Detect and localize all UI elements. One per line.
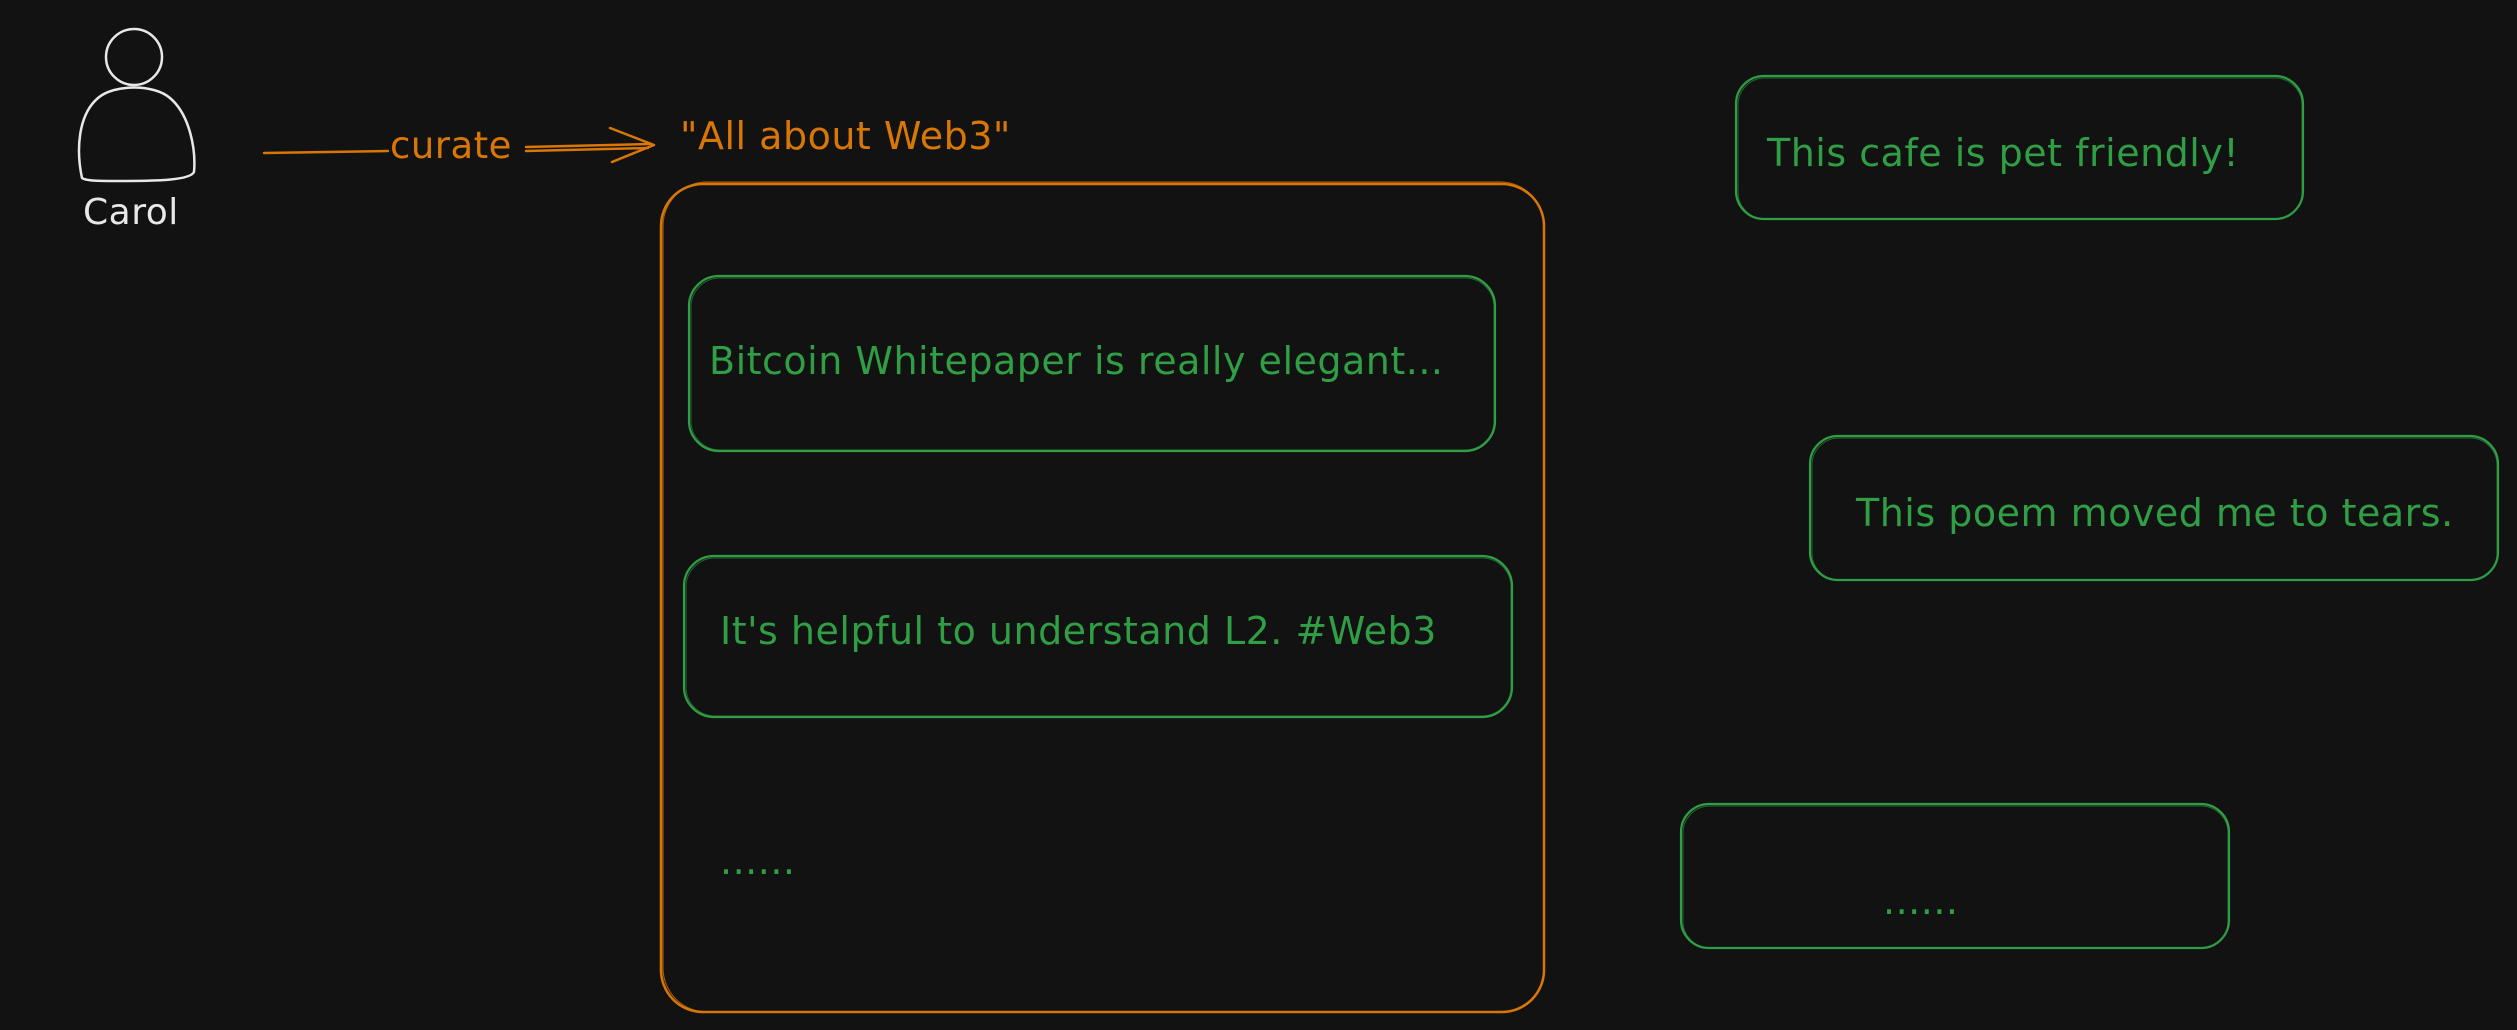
person-body-icon <box>77 86 196 183</box>
collection-box <box>659 181 1546 1014</box>
person-icon <box>77 27 196 183</box>
other-post-box-3 <box>1679 802 2231 950</box>
curate-label: curate <box>390 124 512 167</box>
other-post-box-2 <box>1808 434 2500 582</box>
person-name: Carol <box>83 192 179 233</box>
collection-post-box-2 <box>682 554 1514 719</box>
other-post-1: This cafe is pet friendly! <box>1767 131 2240 175</box>
collection-title: "All about Web3" <box>680 114 1011 158</box>
collection-post-more: ...... <box>720 839 796 883</box>
other-post-box-1 <box>1734 74 2305 221</box>
curate-arrow-line-left <box>262 149 390 155</box>
curate-arrow-line-right <box>524 142 652 149</box>
curate-arrow-line-right-2 <box>524 146 650 153</box>
other-post-2: This poem moved me to tears. <box>1856 491 2454 535</box>
collection-post-box-1 <box>687 274 1497 453</box>
person-head-icon <box>104 27 164 87</box>
curate-arrow <box>262 126 656 164</box>
collection-post-1: Bitcoin Whitepaper is really elegant... <box>709 339 1444 383</box>
collection-post-2: It's helpful to understand L2. #Web3 <box>720 609 1437 653</box>
other-post-more: ...... <box>1883 879 1959 923</box>
arrowhead-icon <box>608 126 656 164</box>
